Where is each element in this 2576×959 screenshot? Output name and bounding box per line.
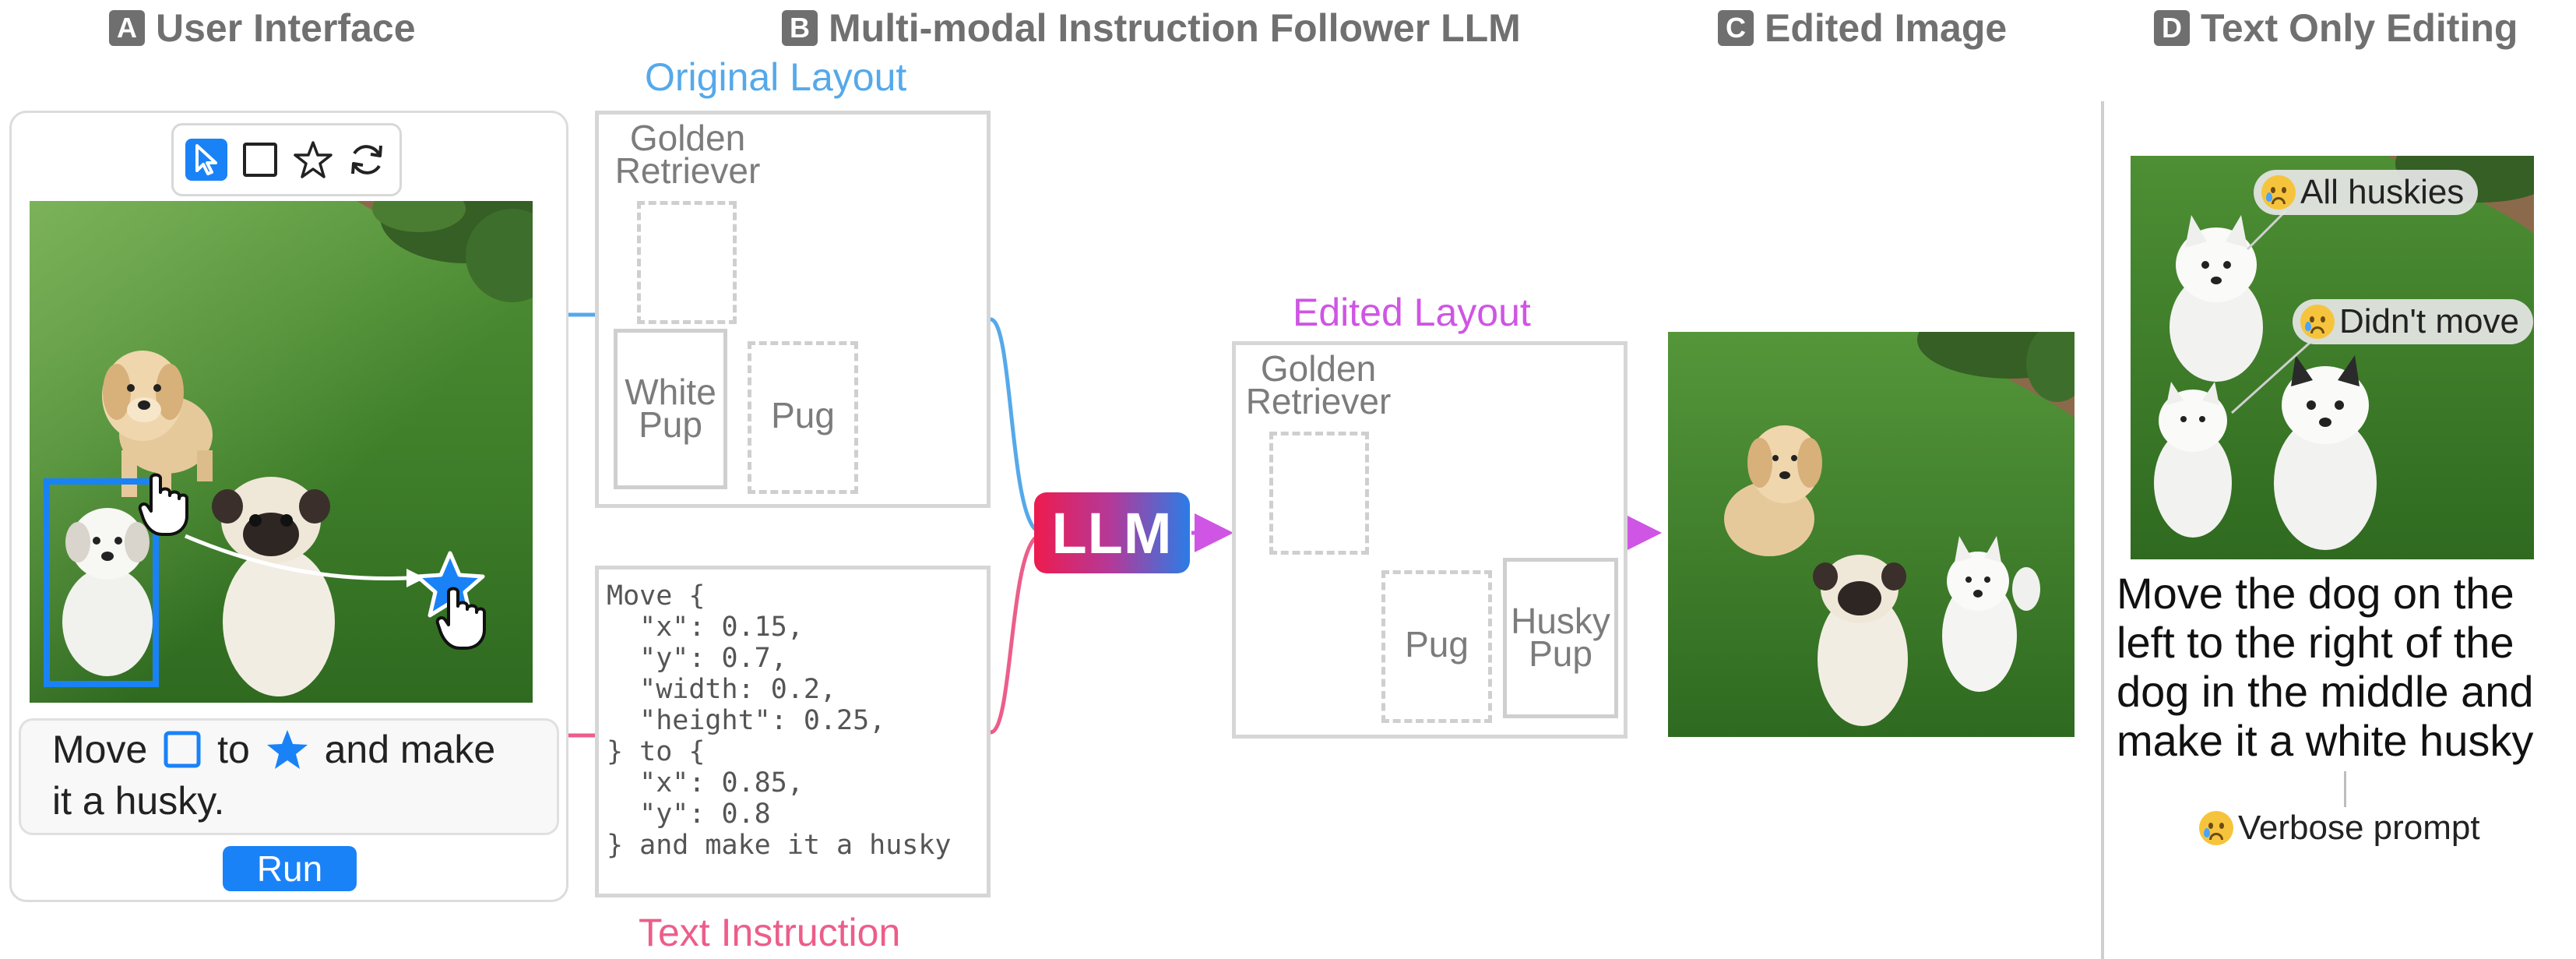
- husky-pup-box: [1503, 558, 1618, 718]
- star-icon[interactable]: [292, 139, 334, 181]
- golden-retriever-dog: [1724, 425, 1822, 556]
- original-layout-box: [595, 111, 991, 508]
- square-icon[interactable]: [239, 139, 281, 181]
- sad-face-icon: [2199, 811, 2233, 845]
- callout-line: [2246, 209, 2288, 251]
- husky-dog: [1942, 536, 2040, 692]
- edited-image: [1668, 332, 2075, 737]
- star-icon: [266, 730, 308, 769]
- section-header-a: A User Interface: [109, 5, 416, 51]
- section-badge-c: C: [1718, 10, 1754, 46]
- hand-cursor-icon: [138, 473, 188, 536]
- section-title-a: User Interface: [156, 6, 416, 50]
- edited-pug-label: Pug: [1405, 624, 1469, 665]
- white-pup-dog: [62, 508, 153, 676]
- text-only-result-image: [2131, 156, 2534, 559]
- hand-cursor-icon: [435, 587, 486, 650]
- refresh-icon[interactable]: [346, 139, 388, 181]
- drag-arrow: [185, 534, 409, 580]
- pug-dog: [212, 477, 335, 696]
- instruction-part4: it a husky.: [52, 779, 225, 823]
- verbose-connector-line: [2344, 771, 2346, 807]
- bubble-all-huskies: All huskies: [2254, 170, 2479, 215]
- square-icon: [164, 731, 201, 768]
- edited-layout-box: [1232, 341, 1628, 739]
- llm-block: LLM: [1034, 492, 1190, 573]
- selection-box: [44, 478, 159, 687]
- pug-dog: [1813, 555, 1908, 726]
- text-to-llm-curve: [990, 536, 1037, 735]
- text-only-prompt: Move the dog on the left to the right of…: [2117, 569, 2534, 765]
- instruction-part1: Move: [52, 728, 148, 771]
- husky-dog: [2274, 355, 2377, 550]
- white-pup-box: [614, 329, 727, 489]
- edited-pug-box: [1381, 570, 1492, 723]
- section-header-b: B Multi-modal Instruction Follower LLM: [782, 5, 1521, 51]
- instruction-part3: and make: [324, 728, 496, 771]
- sad-face-icon: [2261, 175, 2296, 210]
- golden-retriever-box: [637, 201, 737, 324]
- cursor-icon[interactable]: [185, 139, 227, 181]
- instruction-part2: to: [217, 728, 250, 771]
- edited-layout-label: Edited Layout: [1293, 291, 1531, 334]
- source-image[interactable]: [30, 201, 533, 703]
- section-title-d: Text Only Editing: [2201, 6, 2518, 50]
- section-badge-a: A: [109, 10, 145, 46]
- section-badge-d: D: [2154, 10, 2190, 46]
- callout-line: [2230, 341, 2311, 414]
- edited-golden-retriever-box: [1269, 432, 1369, 555]
- original-layout-label: Original Layout: [645, 55, 907, 99]
- layout-to-llm-curve: [989, 317, 1037, 531]
- section-header-c: C Edited Image: [1718, 5, 2007, 51]
- run-button[interactable]: Run: [223, 846, 357, 891]
- text-instruction-label: Text Instruction: [639, 911, 901, 954]
- husky-dog: [2154, 382, 2232, 538]
- pug-label: Pug: [771, 395, 835, 435]
- section-title-b: Multi-modal Instruction Follower LLM: [829, 6, 1521, 50]
- toolbar: [171, 123, 402, 196]
- text-instruction-code: Move { "x": 0.15, "y": 0.7, "width: 0.2,…: [595, 566, 991, 897]
- section-title-c: Edited Image: [1765, 6, 2008, 50]
- husky-dog: [2170, 215, 2263, 382]
- verbose-prompt-label: Verbose prompt: [2199, 809, 2480, 848]
- section-header-d: D Text Only Editing: [2154, 5, 2518, 51]
- section-badge-b: B: [782, 10, 818, 46]
- instruction-box[interactable]: Move to and make it a husky.: [19, 718, 559, 835]
- bubble-didnt-move: Didn't move: [2293, 299, 2533, 344]
- pug-box: [748, 341, 858, 494]
- sad-face-icon: [2300, 305, 2335, 339]
